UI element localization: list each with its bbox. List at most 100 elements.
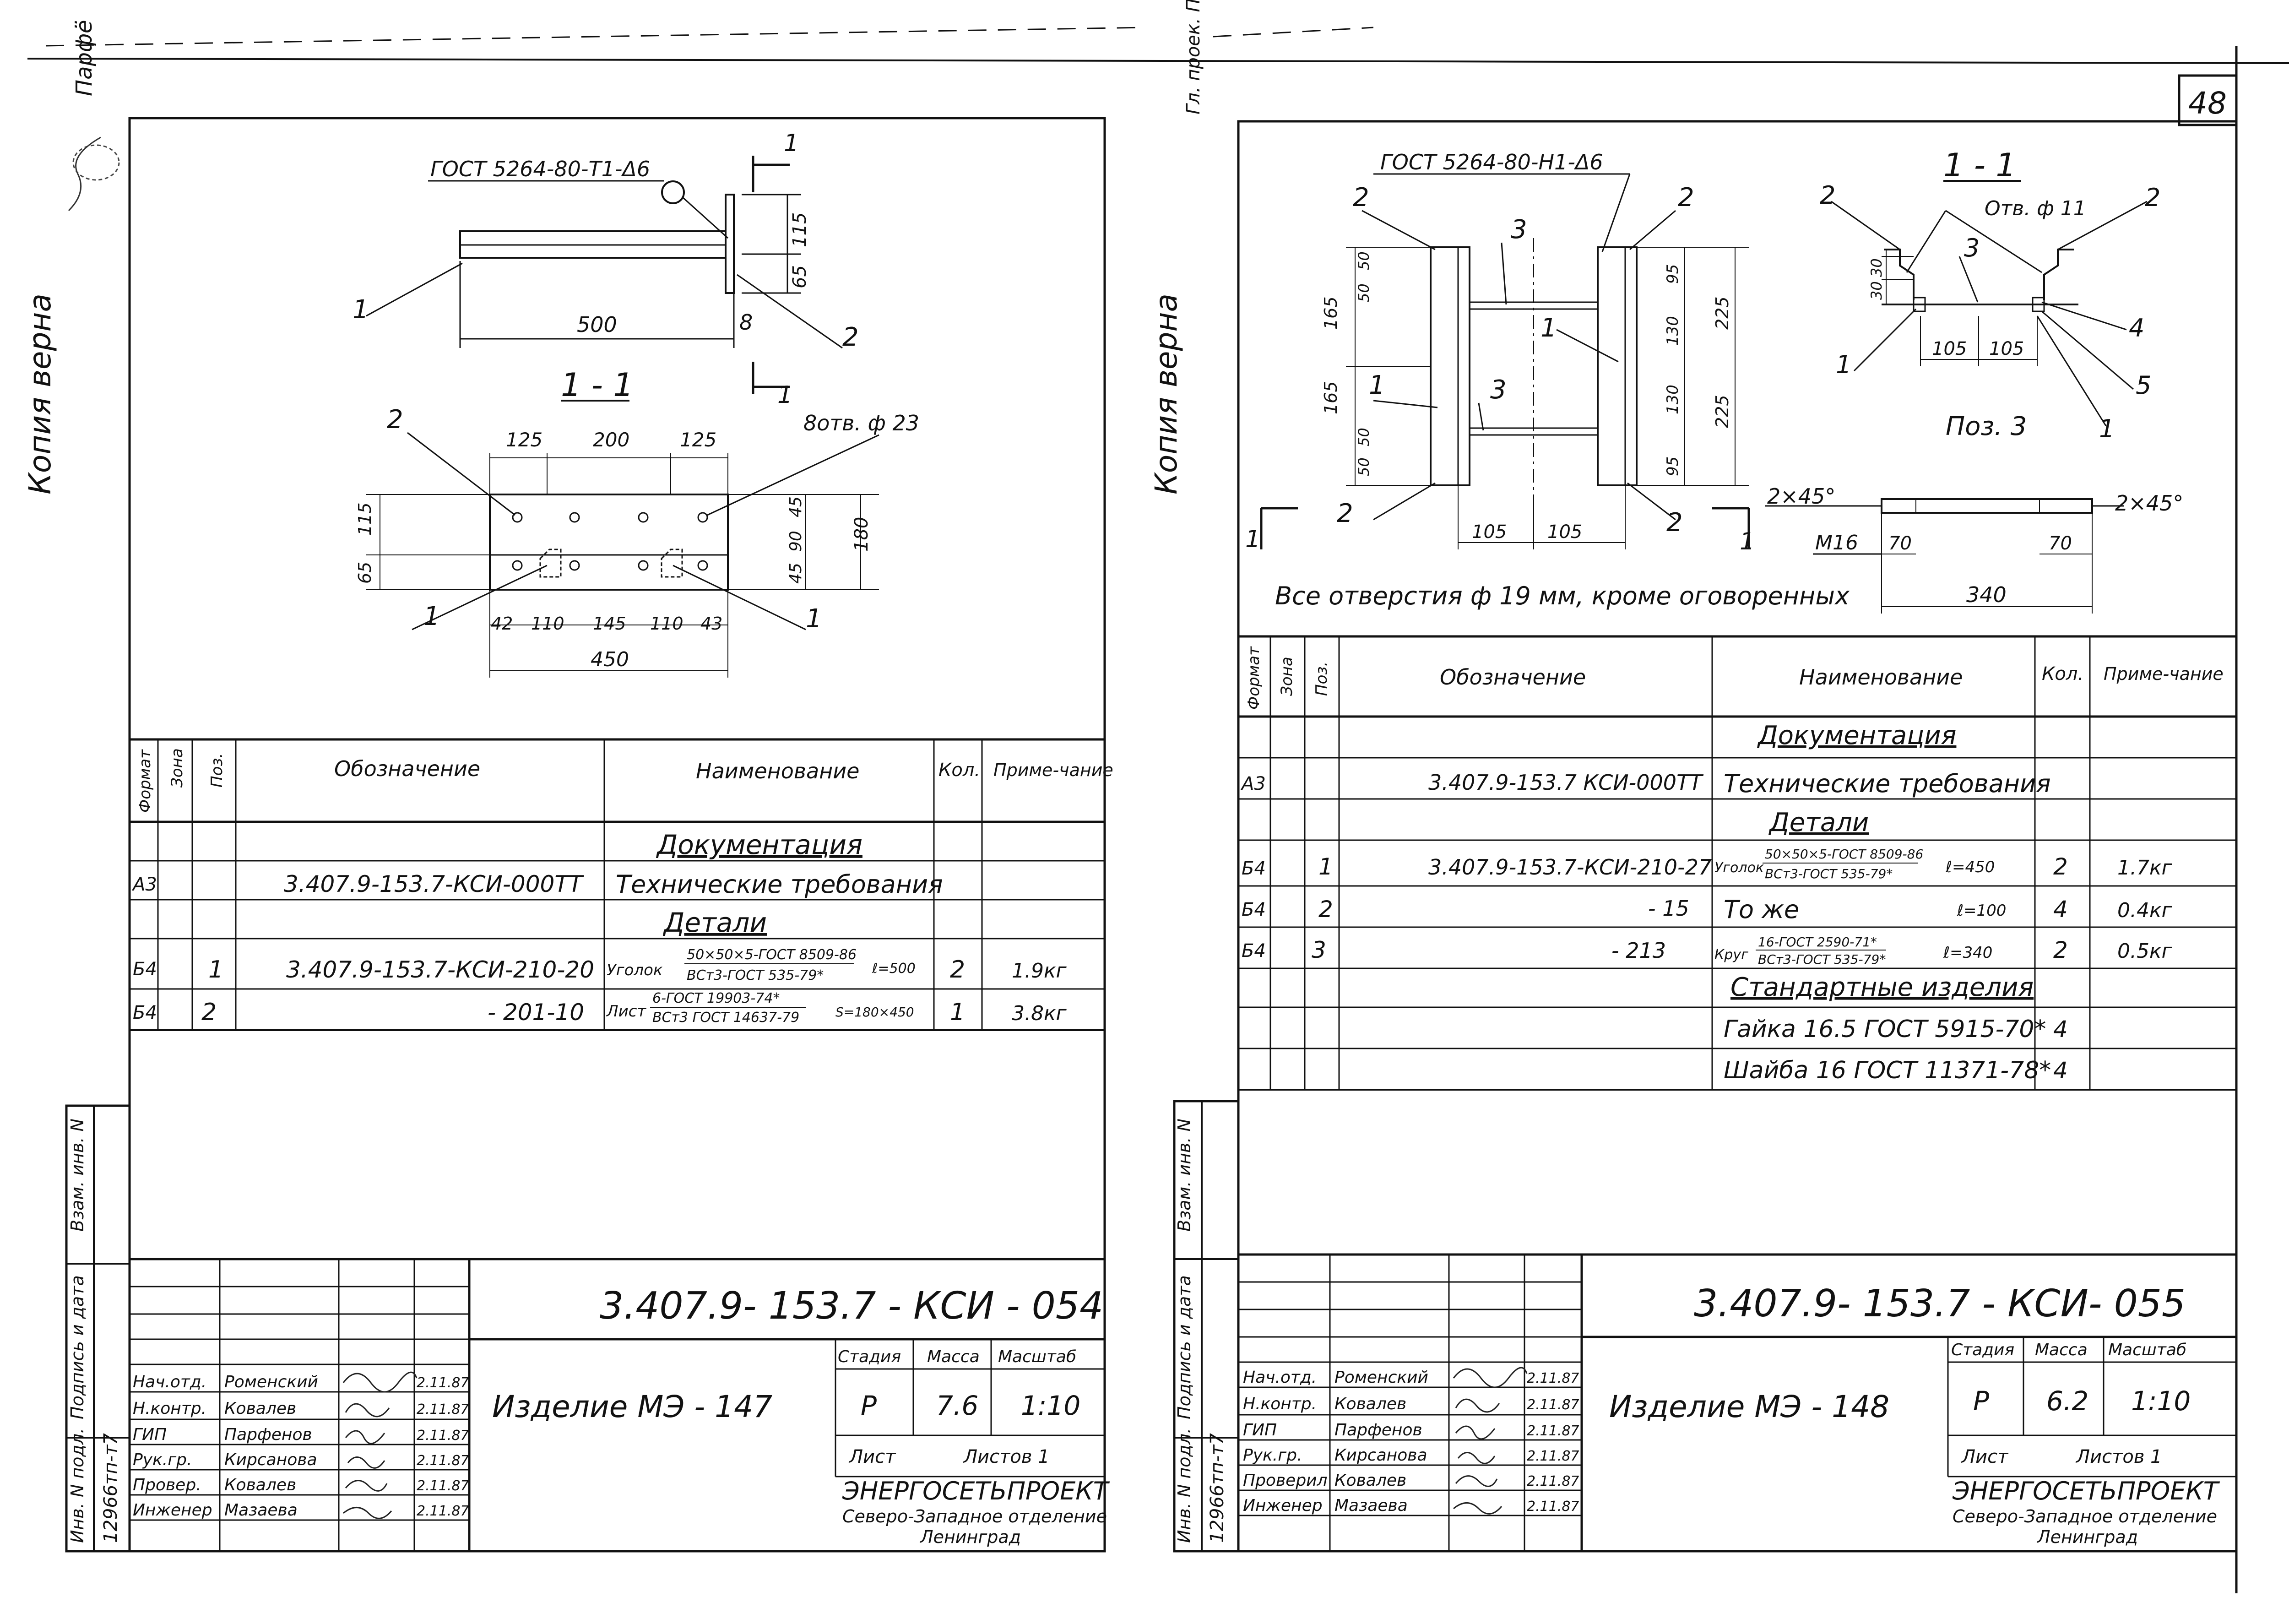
left-signer-role: Нач.отд. [133,1373,206,1391]
right-row3-name: Уголок [1714,860,1764,876]
right-rod-dim-340: 340 [1966,582,2007,607]
left-signer-name: Ковалев [224,1476,296,1494]
left-row4-pos: 2 [201,999,217,1026]
right-signer-date: 2.11.87 [1527,1370,1579,1386]
left-dim-42: 42 [491,614,513,634]
left-dim-8: 8 [739,310,753,335]
left-hdr-format: Формат [136,749,154,813]
left-stage: Р [861,1390,877,1421]
right-plan-view [1260,173,1750,549]
right-row5-qty: 2 [2053,937,2068,963]
left-product-name: Изделие МЭ - 147 [492,1389,772,1424]
left-row3-qty: 2 [950,956,965,983]
right-hdr-zone: Зона [1278,657,1296,696]
left-pos-2-b: 2 [387,405,403,435]
left-row4-suffix: S=180×450 [835,1005,914,1020]
right-rod-dim-70b: 70 [2049,533,2072,554]
right-hdr-note: Приме-чание [2104,664,2224,684]
right-pos-3a: 3 [1511,215,1527,244]
right-row4-designation: - 15 [1648,896,1689,921]
right-pos-label: Поз. 3 [1946,412,2027,441]
left-stamp-signdate: Подпись и дата [67,1275,87,1419]
right-margin-stamp-frame [1173,1100,1240,1553]
left-margin: Копия верна Парфё Взам. инв. N Подпись и… [22,20,121,1543]
left-dim-145: 145 [593,614,626,634]
left-row3-name: Уголок [607,961,663,979]
left-org-city: Ленинград [919,1527,1021,1547]
right-pos-1a: 1 [1540,313,1557,343]
left-mass-label: Масса [927,1347,980,1366]
right-sheets-label: Листов 1 [2075,1446,2162,1467]
right-holes-note: Отв. ф 11 [1985,197,2086,220]
right-sec-pos-4: 4 [2129,314,2144,342]
left-org-name: ЭНЕРГОСЕТЬПРОЕКТ [842,1477,1110,1505]
left-dim-125a: 125 [506,429,542,451]
right-hdr-format: Формат [1245,646,1263,710]
left-dim-500: 500 [577,312,617,337]
right-row3-format: Б4 [1242,858,1266,879]
right-signer-name: Парфенов [1334,1421,1422,1439]
left-doc-code: 3.407.9- 153.7 - КСИ - 054 [600,1284,1103,1328]
left-dim-65: 65 [789,265,810,288]
right-sec-pos-1b: 1 [2099,414,2115,443]
left-signatures [342,1371,418,1519]
right-row8-qty: 4 [2053,1057,2068,1084]
right-dim-105b: 105 [1547,521,1582,543]
left-section-mark-top: 1 [784,130,799,157]
left-sheets-label: Листов 1 [963,1446,1050,1467]
left-signer-role: Инженер [133,1501,212,1520]
right-signer-role: Проверил [1243,1471,1328,1490]
left-signer-role: Провер. [133,1476,201,1494]
right-row3-suffix: ℓ=450 [1945,858,1995,876]
left-signer-name: Кирсанова [224,1450,317,1469]
right-row3-qty: 2 [2053,853,2068,880]
right-stamp-vzam: Взам. инв. N [1174,1119,1194,1232]
left-signer-date: 2.11.87 [417,1478,469,1494]
right-stamp-invnum: 12966тп-т7 [1207,1433,1228,1543]
right-signer-name: Ковалев [1334,1471,1406,1490]
left-hdr-name: Наименование [696,759,859,783]
right-row1-designation: 3.407.9-153.7 КСИ-000ТТ [1428,770,1704,795]
left-row4-format: Б4 [133,1002,157,1023]
left-sheet-frame [128,117,1106,1553]
right-section-title: 1 - 1 [1943,147,2016,184]
left-signer-role: ГИП [133,1425,167,1444]
right-row1-name: Технические требования [1724,769,2051,798]
left-stamp-vzam: Взам. инв. N [67,1119,87,1232]
left-margin-stamp-frame [65,1104,131,1553]
right-sec-pos-2b: 2 [2145,183,2160,212]
left-dim-180: 180 [851,517,872,552]
right-sec-pos-5: 5 [2136,371,2151,400]
left-org-branch: Северо-Западное отделение [842,1506,1107,1526]
left-dim-115s: 115 [355,502,375,536]
right-hdr-qty: Кол. [2042,663,2083,684]
right-row5-note: 0.5кг [2117,940,2173,963]
right-dim-165b: 165 [1321,381,1341,414]
right-sheet-frame [1237,120,2238,1553]
right-sec-pos-2a: 2 [1820,181,1835,210]
right-row1-format: А3 [1240,773,1266,794]
left-holes-note: 8отв. ф 23 [803,411,919,435]
left-row4-designation: - 201-10 [488,999,584,1026]
left-signer-date: 2.11.87 [417,1453,469,1469]
left-row3-format: Б4 [133,959,157,980]
right-sheet: ГОСТ 5264-80-Н1-Δ6 2 2 3 1 1 3 2 2 1 1 1… [1173,120,2238,1553]
right-scale: 1:10 [2131,1385,2191,1417]
right-signer-role: Нач.отд. [1243,1368,1317,1387]
left-pos-1-a: 1 [353,295,369,325]
left-row2-name: Детали [662,907,767,938]
left-scale-label: Масштаб [998,1347,1076,1366]
left-row3-frac-top: 50×50×5-ГОСТ 8509-86 [687,947,857,963]
left-dim-90: 90 [787,531,805,552]
right-dim-50a: 50 [1355,251,1372,270]
right-row3-designation: 3.407.9-153.7-КСИ-210-27 [1428,855,1712,880]
right-mass-label: Масса [2035,1341,2088,1359]
left-weld-note: ГОСТ 5264-80-Т1-Δ6 [430,157,650,181]
left-hdr-qty: Кол. [938,760,980,781]
right-pos-2c: 2 [1337,499,1353,528]
left-sheet: ГОСТ 5264-80-Т1-Δ6 1 1 500 8 115 65 1 2 [65,117,1113,1553]
right-chamfer-2: 2×45° [2115,491,2183,516]
left-section-mark-bottom: 1 [777,381,792,409]
left-row4-qty: 1 [950,999,965,1026]
